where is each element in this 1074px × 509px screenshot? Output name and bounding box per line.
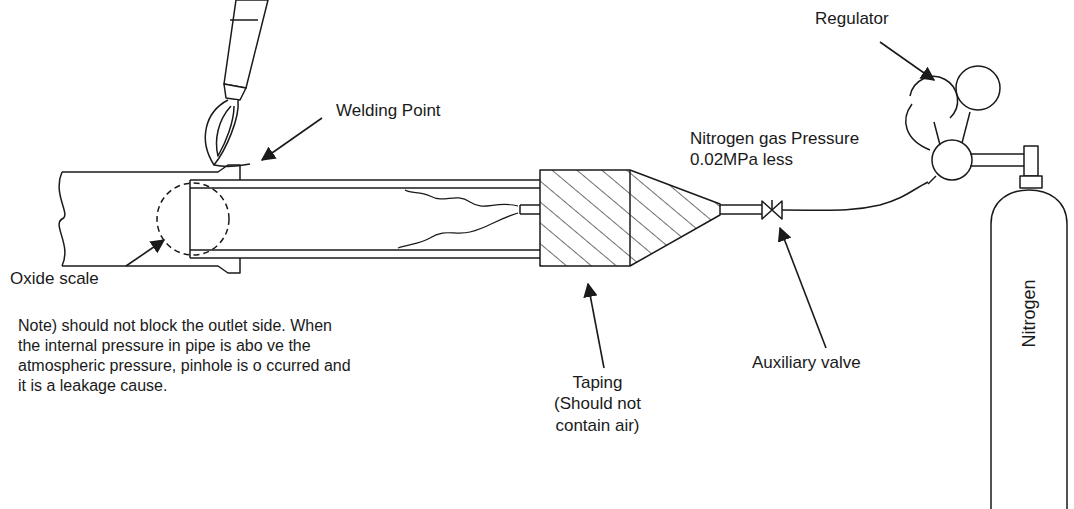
caution-note: Note) should not block the outlet side. … [18, 316, 358, 396]
part-label: Taping (Should not contain air) [545, 372, 650, 436]
taping [540, 170, 720, 266]
part-label: Oxide scale [10, 268, 130, 289]
gas-cylinder: Nitrogen [990, 188, 1068, 509]
gas-flow [398, 190, 518, 248]
regulator [906, 66, 1042, 188]
cylinder-body [991, 190, 1067, 509]
part-label: Welding Point [336, 100, 476, 121]
auxiliary-valve [762, 200, 782, 219]
cylinder-label: Nitrogen [1018, 279, 1039, 347]
part-label: Regulator [815, 8, 935, 29]
pressure-note: Nitrogen gas Pressure 0.02MPa less [690, 128, 876, 171]
hose [782, 182, 928, 210]
outer-pipe [59, 165, 240, 273]
oxide-scale-circle [157, 183, 229, 255]
part-label: Auxiliary valve [752, 352, 902, 373]
torch [205, 0, 268, 167]
cylinder-outline [990, 188, 1068, 509]
